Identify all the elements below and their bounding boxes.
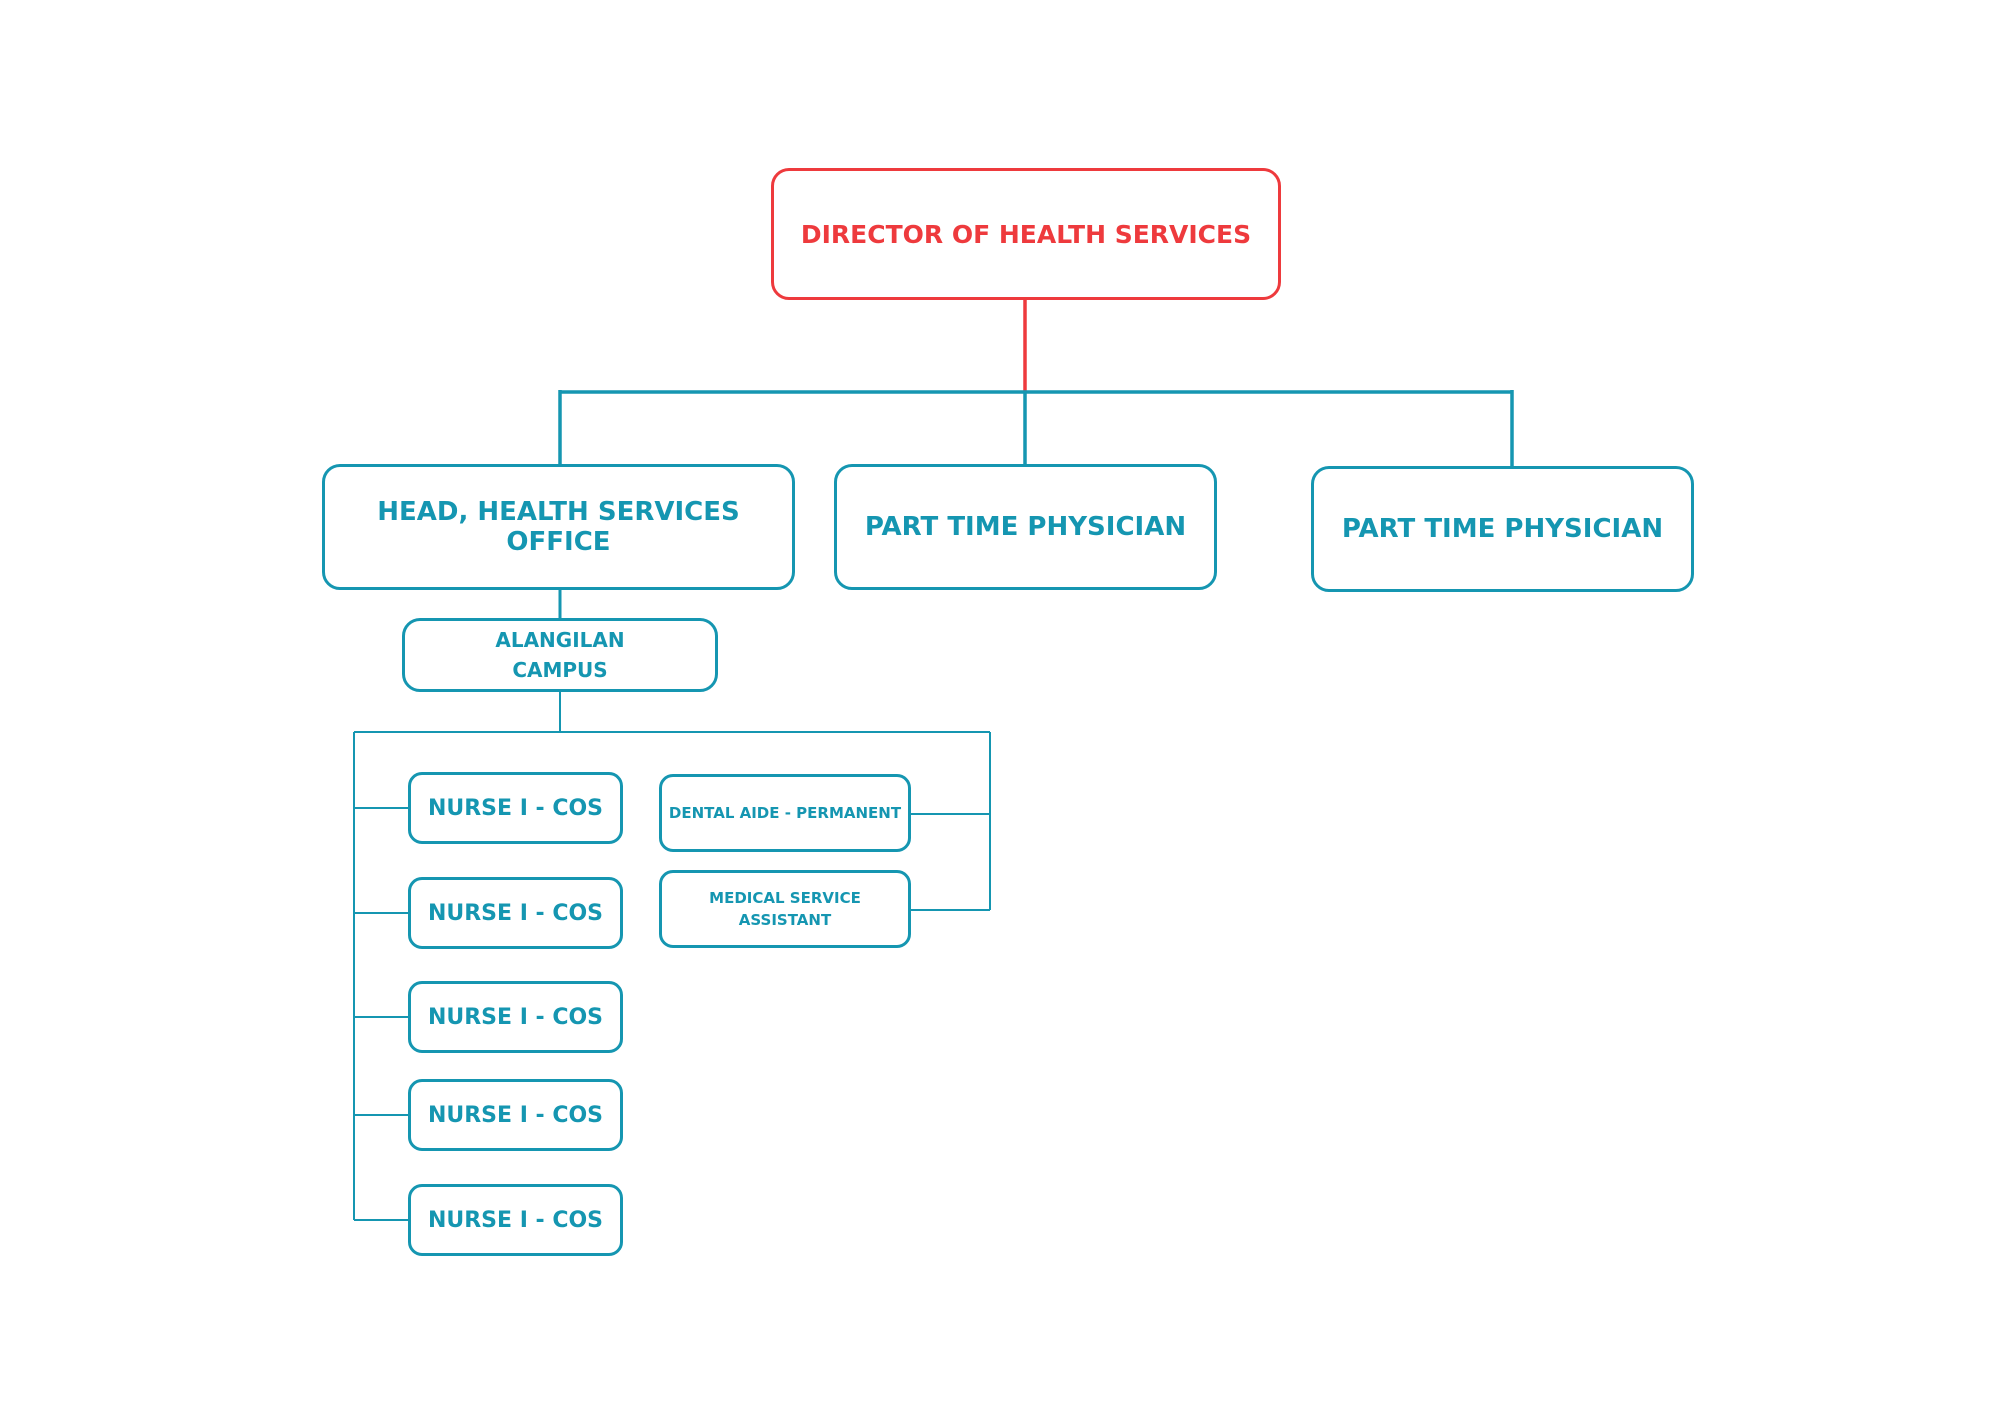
campus-label-line1: ALANGILAN: [495, 628, 625, 652]
physician-box-2: PART TIME PHYSICIAN: [1311, 466, 1694, 592]
physician-box-1: PART TIME PHYSICIAN: [834, 464, 1217, 590]
dental-aide-label: DENTAL AIDE - PERMANENT: [668, 804, 902, 822]
nurse-box-2: NURSE I - COS: [408, 877, 623, 949]
nurse-label: NURSE I - COS: [427, 900, 604, 926]
head-office-box: HEAD, HEALTH SERVICES OFFICE: [322, 464, 795, 590]
nurse-label: NURSE I - COS: [427, 1004, 604, 1030]
nurse-label: NURSE I - COS: [427, 1207, 604, 1233]
nurse-label: NURSE I - COS: [427, 1102, 604, 1128]
dental-aide-box: DENTAL AIDE - PERMANENT: [659, 774, 911, 852]
campus-label-line2: CAMPUS: [512, 658, 608, 682]
nurse-box-4: NURSE I - COS: [408, 1079, 623, 1151]
medical-assistant-box: MEDICAL SERVICE ASSISTANT: [659, 870, 911, 948]
physician-label-1: PART TIME PHYSICIAN: [864, 512, 1187, 542]
physician-label-2: PART TIME PHYSICIAN: [1341, 514, 1664, 544]
director-box: DIRECTOR OF HEALTH SERVICES: [771, 168, 1281, 300]
nurse-label: NURSE I - COS: [427, 795, 604, 821]
medical-assistant-label-line1: MEDICAL SERVICE: [709, 889, 861, 907]
nurse-box-3: NURSE I - COS: [408, 981, 623, 1053]
medical-assistant-label-line2: ASSISTANT: [738, 911, 832, 929]
director-label: DIRECTOR OF HEALTH SERVICES: [800, 219, 1252, 249]
nurse-box-5: NURSE I - COS: [408, 1184, 623, 1256]
campus-box: ALANGILAN CAMPUS: [402, 618, 718, 692]
head-office-label: HEAD, HEALTH SERVICES OFFICE: [377, 497, 740, 557]
nurse-box-1: NURSE I - COS: [408, 772, 623, 844]
